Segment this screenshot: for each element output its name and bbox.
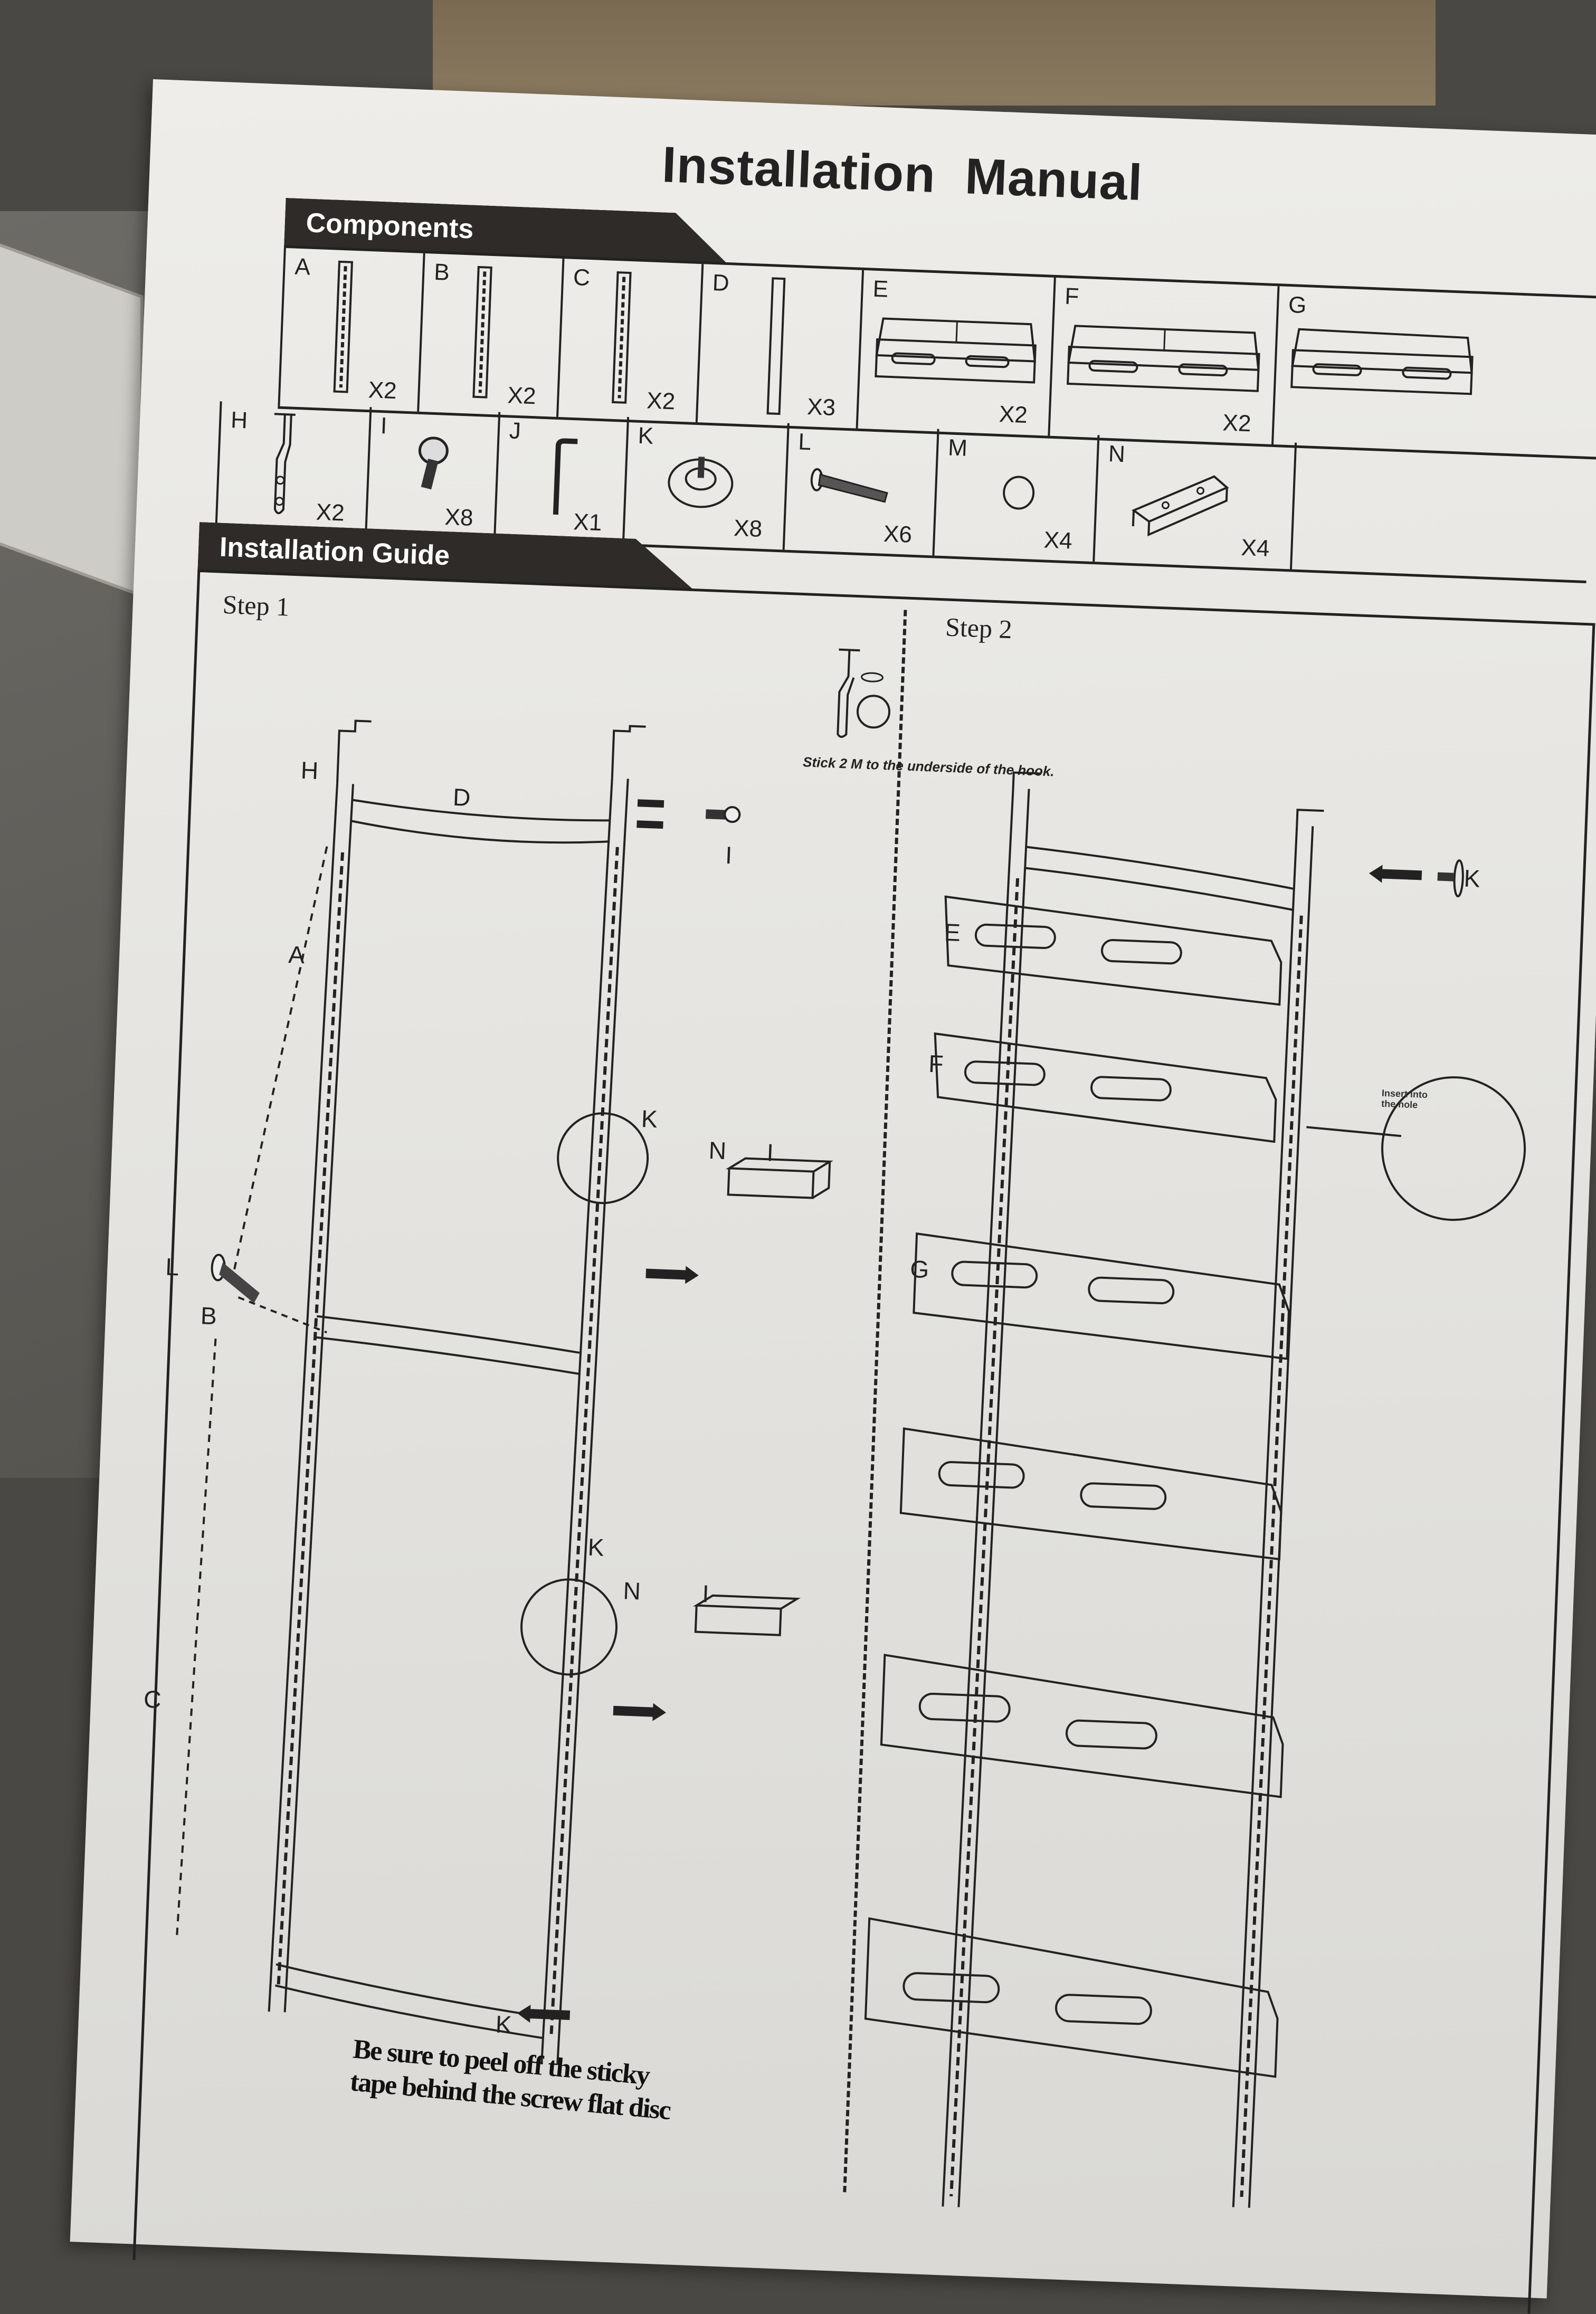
label-h: H xyxy=(300,756,319,784)
label-i-upper: I xyxy=(766,1139,774,1167)
component-qty: X8 xyxy=(444,504,474,531)
component-letter: A xyxy=(294,253,311,280)
component-cell-b: B X2 xyxy=(419,253,565,417)
component-cell-c: C X2 xyxy=(558,259,704,423)
component-letter: C xyxy=(573,264,591,291)
component-qty: X2 xyxy=(507,382,537,410)
insert-into-hole-note: Insert into the hole xyxy=(1381,1088,1428,1111)
label-c: C xyxy=(143,1685,162,1713)
insert-note-line-2: the hole xyxy=(1381,1098,1418,1111)
rail-icon xyxy=(472,266,493,399)
component-cell-k: K X8 xyxy=(624,417,790,550)
components-row-1: A X2 B X2 C X2 D xyxy=(278,245,1596,460)
cardboard-box xyxy=(433,0,1436,106)
component-cell-n: N X4 xyxy=(1095,435,1297,570)
step-2-label: Step 2 xyxy=(945,612,1013,644)
basket-icon xyxy=(1286,324,1474,399)
hex-screw-icon xyxy=(411,435,455,490)
label-k-lower: K xyxy=(587,1533,605,1561)
component-cell-e: E X2 xyxy=(858,270,1056,436)
component-qty: X4 xyxy=(1043,527,1073,554)
component-cell-d: D X3 xyxy=(697,264,864,429)
component-qty: X4 xyxy=(1240,534,1270,562)
component-cell-i: I X8 xyxy=(367,407,501,539)
component-letter: E xyxy=(872,276,889,302)
component-qty: X1 xyxy=(573,509,603,536)
component-qty: X2 xyxy=(367,377,397,404)
label-i-lower: I xyxy=(701,1580,710,1608)
component-letter: G xyxy=(1288,291,1307,319)
bracket-icon xyxy=(1127,468,1236,541)
label-l: L xyxy=(165,1253,180,1281)
adhesive-pad-icon xyxy=(1000,473,1038,512)
component-letter: N xyxy=(1108,441,1126,468)
label-e: E xyxy=(944,918,961,946)
component-qty: X2 xyxy=(646,387,676,415)
bolt-icon xyxy=(808,466,894,511)
label-b: B xyxy=(200,1302,217,1330)
label-n-lower: N xyxy=(622,1577,641,1605)
label-n-upper: N xyxy=(708,1136,727,1165)
component-letter: M xyxy=(947,434,968,461)
component-letter: H xyxy=(230,407,249,434)
step-2-diagram xyxy=(852,769,1568,2244)
component-qty: X2 xyxy=(315,499,345,526)
hook-with-pad-icon xyxy=(814,643,897,742)
bar-icon xyxy=(766,277,787,415)
component-qty: X8 xyxy=(733,515,763,542)
allen-key-icon xyxy=(549,435,584,521)
component-qty: X3 xyxy=(806,394,836,421)
components-row-2: H X2 I X8 J X1 K xyxy=(215,401,1591,583)
component-letter: B xyxy=(433,259,450,286)
component-qty: X2 xyxy=(1222,410,1252,437)
component-qty: X2 xyxy=(999,401,1028,429)
component-cell-f: F X2 xyxy=(1050,277,1280,445)
component-letter: D xyxy=(712,269,730,297)
screw-disc-icon xyxy=(663,457,739,511)
label-k-upper: K xyxy=(641,1104,658,1133)
manual-sheet: Installation Manual Components A X2 B X2… xyxy=(70,79,1596,2314)
label-f: F xyxy=(928,1049,944,1078)
component-cell-j: J X1 xyxy=(496,412,630,544)
component-qty: X6 xyxy=(883,520,913,548)
component-cell-g: G xyxy=(1274,286,1480,452)
label-i-top: I xyxy=(725,841,733,869)
label-a: A xyxy=(288,941,306,969)
step-1-label: Step 1 xyxy=(222,589,290,622)
component-letter: L xyxy=(797,429,812,456)
rail-icon xyxy=(612,271,633,404)
basket-icon xyxy=(1062,320,1266,396)
label-k-step2: K xyxy=(1463,864,1481,893)
rail-icon xyxy=(333,261,354,393)
label-g: G xyxy=(909,1255,930,1284)
component-cell-l: L X6 xyxy=(784,423,939,556)
component-letter: J xyxy=(508,418,521,444)
basket-icon xyxy=(870,313,1042,388)
component-letter: I xyxy=(380,413,388,439)
step-1-diagram xyxy=(131,714,894,2060)
label-k-bottom: K xyxy=(495,2010,512,2038)
page-title: Installation Manual xyxy=(661,136,1144,212)
hook-icon xyxy=(265,411,301,518)
component-cell-empty xyxy=(1292,443,1455,575)
component-cell-m: M X4 xyxy=(934,429,1100,562)
component-letter: F xyxy=(1064,283,1080,310)
component-cell-h: H X2 xyxy=(215,401,372,534)
component-letter: K xyxy=(637,422,654,449)
label-d: D xyxy=(452,783,471,812)
component-cell-a: A X2 xyxy=(278,248,425,412)
